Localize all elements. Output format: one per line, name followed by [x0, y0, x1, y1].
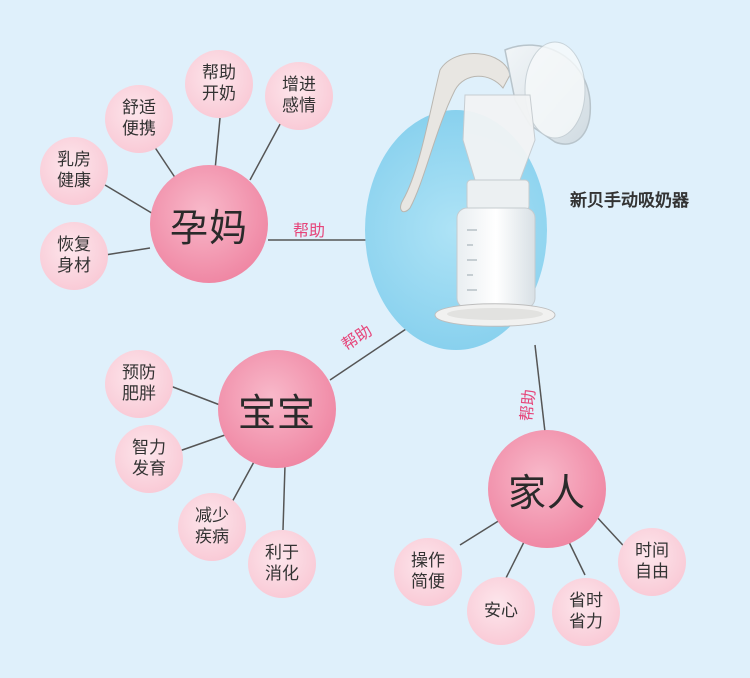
benefit-intelligence: 智力 发育 [115, 425, 183, 493]
benefit-comfortable-portable: 舒适 便携 [105, 85, 173, 153]
benefit-prevent-obesity: 预防 肥胖 [105, 350, 173, 418]
edge-label-family: 帮助 [516, 388, 539, 423]
benefit-free-time: 时间 自由 [618, 528, 686, 596]
benefit-breast-health: 乳房 健康 [40, 137, 108, 205]
benefit-fewer-illnesses: 减少 疾病 [178, 493, 246, 561]
benefit-help-lactation: 帮助 开奶 [185, 50, 253, 118]
benefit-save-time: 省时 省力 [552, 578, 620, 646]
benefit-peace-of-mind: 安心 [467, 577, 535, 645]
connector-line [329, 324, 413, 381]
hub-baby: 宝宝 [218, 350, 336, 468]
hub-mother: 孕妈 [150, 165, 268, 283]
product-title: 新贝手动吸奶器 [570, 191, 689, 211]
connector-line [104, 247, 151, 256]
connector-line [567, 539, 586, 576]
edge-label-mother: 帮助 [293, 221, 326, 240]
benefit-bonding: 增进 感情 [265, 62, 333, 130]
breast-pump-image [400, 41, 591, 327]
connector-line [249, 114, 286, 181]
benefit-digestion: 利于 消化 [248, 530, 316, 598]
connector-line [459, 519, 501, 546]
connector-line [214, 117, 221, 171]
connector-line [282, 464, 286, 531]
benefit-easy-operation: 操作 简便 [394, 538, 462, 606]
connector-line [504, 539, 526, 581]
connector-line [534, 344, 546, 433]
hub-family: 家人 [488, 430, 606, 548]
connector-line [104, 184, 156, 216]
benefit-body-recovery: 恢复 身材 [40, 222, 108, 290]
